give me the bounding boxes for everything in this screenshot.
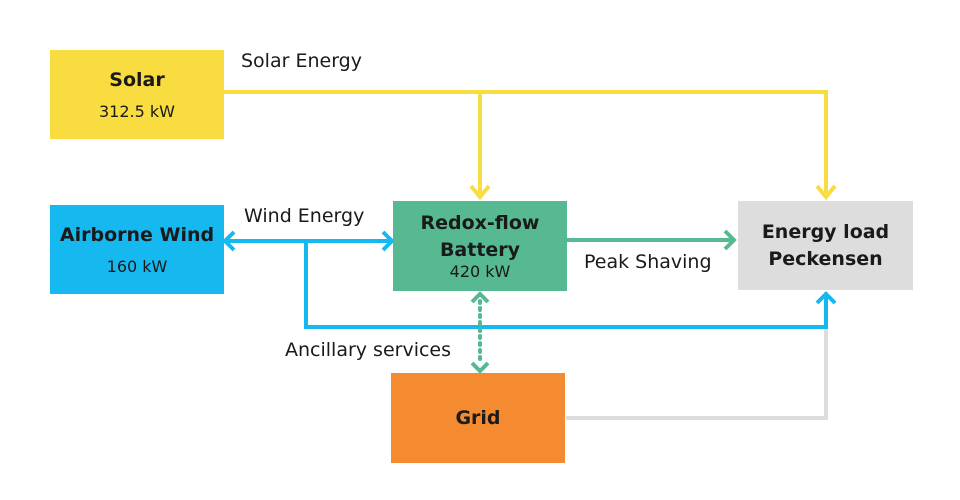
ancillary-arrowhead-down (470, 361, 490, 374)
energy-load-title-line1: Energy load (761, 221, 890, 243)
wind-to-load-arrowhead (815, 291, 837, 305)
airborne-wind-title: Airborne Wind (59, 223, 215, 246)
solar-to-load-arrowhead (815, 184, 837, 201)
battery-title-line1: Redox-flow (420, 211, 540, 234)
solar-box: Solar 312.5 kW (50, 50, 224, 139)
solar-energy-label: Solar Energy (241, 50, 362, 72)
grid-to-load-line (566, 292, 828, 420)
battery-box: Redox-flow Battery 420 kW (393, 201, 567, 291)
ancillary-arrowhead-up (470, 291, 490, 304)
solar-title: Solar (109, 68, 165, 91)
peak-shaving-label: Peak Shaving (584, 251, 712, 273)
energy-load-box: Energy load Peckensen (738, 201, 913, 290)
wind-arrowhead-left (222, 230, 236, 252)
solar-value: 312.5 kW (99, 101, 175, 121)
wind-arrowhead-right (381, 230, 395, 252)
peak-shaving-arrowhead (723, 229, 737, 251)
energy-load-title-line2: Peckensen (768, 248, 883, 270)
airborne-wind-box: Airborne Wind 160 kW (50, 205, 224, 294)
grid-title: Grid (455, 407, 501, 429)
solar-flow-lines (224, 90, 828, 193)
wind-to-load-line (304, 241, 828, 329)
solar-to-load-line (224, 90, 828, 193)
airborne-wind-value: 160 kW (106, 256, 168, 276)
wind-energy-label: Wind Energy (244, 205, 365, 227)
solar-to-battery-arrowhead (469, 184, 491, 201)
battery-value: 420 kW (449, 261, 511, 281)
grid-box: Grid (391, 373, 565, 463)
battery-title-line2: Battery (439, 238, 521, 261)
ancillary-services-label: Ancillary services (285, 339, 452, 361)
